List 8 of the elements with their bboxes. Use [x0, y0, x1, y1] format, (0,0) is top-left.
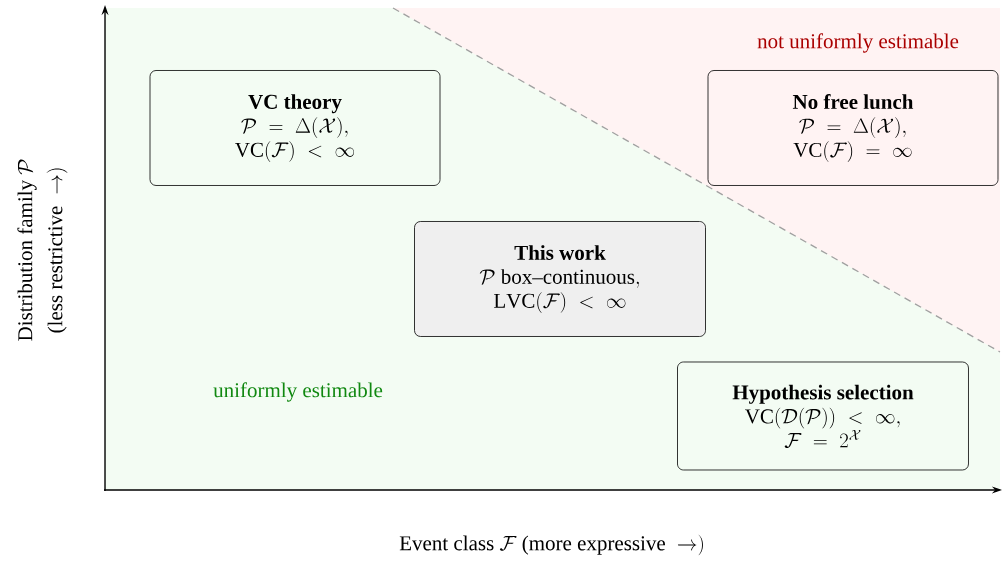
- category-box: No free lunch $\mathcal{P}\;=\;\Delta(\mathcal{X}),$ $\mathrm{VC}(\mathcal{F})\;=\;\infty$: [707, 70, 999, 186]
- category-box: This work $\mathcal{P}\ \mbox{box–continuous},$ $\mathrm{LVC}(\mathcal{F})\;<\;\infty$: [414, 221, 706, 337]
- category-box: VC theory $\mathcal{P}\;=\;\Delta(\mathcal{X}),$ $\mathrm{VC}(\mathcal{F})\;<\;\infty$: [149, 70, 441, 186]
- region-label: uniformly estimable: [213, 382, 383, 402]
- category-box: Hypothesis selection $\mathrm{VC}(\mathcal{D}(\mathcal{P}))\;<\;\infty,$ $\mathcal{F}\;=\;2^{\mathcal{X}}$: [677, 361, 969, 471]
- axis-label: $\mbox{Event class }\mathcal{F}\mbox{ (more expressive }\rightarrow)$: [399, 534, 703, 556]
- axis-label: $\mbox{(less restrictive }\rightarrow)$: [46, 168, 68, 333]
- axis-label: $\mbox{Distribution family }\mathcal{P}$: [17, 159, 37, 341]
